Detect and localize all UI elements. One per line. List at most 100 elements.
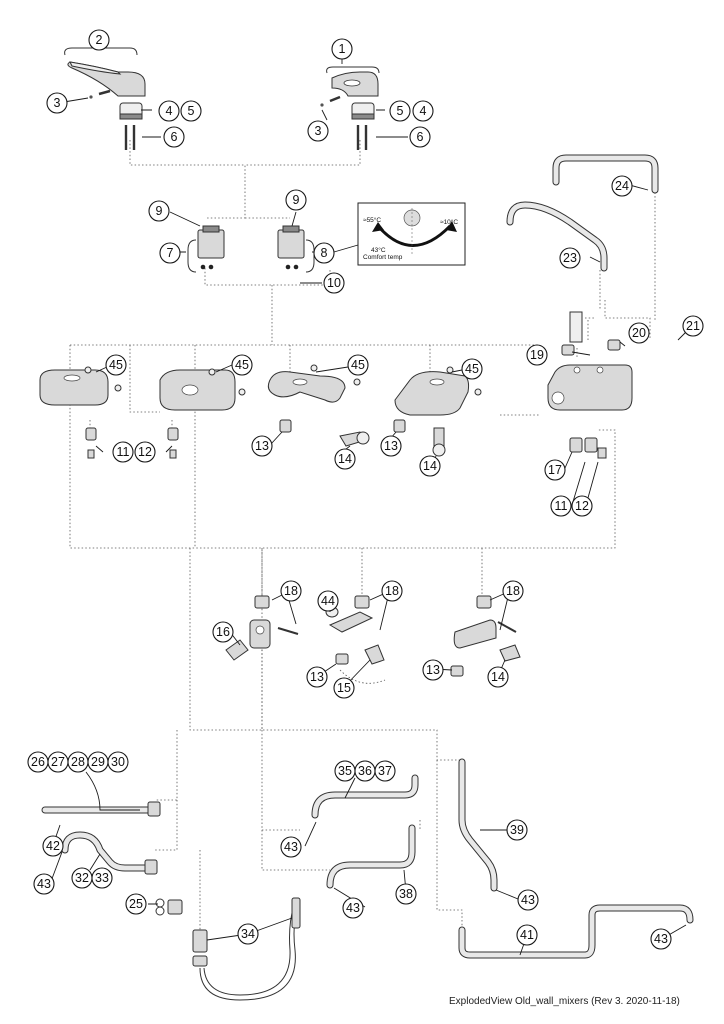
- callout-38: 38: [395, 883, 417, 905]
- diverter-body-3: [450, 595, 521, 677]
- callout-1: 1: [331, 38, 353, 60]
- set-screw-icon: [89, 89, 341, 107]
- svg-text:2: 2: [96, 33, 103, 47]
- diverter-body-2: [325, 595, 385, 665]
- svg-text:43: 43: [521, 893, 535, 907]
- hot-temp-label: ≈55°C: [363, 216, 381, 224]
- svg-text:30: 30: [111, 755, 125, 769]
- svg-text:13: 13: [255, 439, 269, 453]
- temperature-diagram: ≈55°C ≈10°C 43°C Comfort temp: [357, 202, 466, 266]
- handle-1: [326, 66, 380, 97]
- callout-9: 9: [148, 200, 170, 222]
- svg-text:43: 43: [284, 840, 298, 854]
- svg-text:15: 15: [337, 681, 351, 695]
- callout-13: 13: [380, 435, 402, 457]
- svg-text:44: 44: [321, 594, 335, 608]
- svg-text:6: 6: [417, 130, 424, 144]
- svg-text:4: 4: [420, 104, 427, 118]
- svg-text:14: 14: [338, 452, 352, 466]
- mixer-body-3: [267, 364, 361, 403]
- svg-text:28: 28: [71, 755, 85, 769]
- spout-26-30: [41, 801, 161, 817]
- svg-text:4: 4: [166, 104, 173, 118]
- svg-text:36: 36: [358, 764, 372, 778]
- callout-13: 13: [306, 666, 328, 688]
- callout-18: 18: [381, 580, 403, 602]
- callout-4: 4: [158, 100, 180, 122]
- svg-text:13: 13: [310, 670, 324, 684]
- cartridge-left: [187, 225, 225, 273]
- mixer-body-1: [39, 366, 122, 406]
- svg-text:12: 12: [138, 445, 152, 459]
- callout-43: 43: [650, 928, 672, 950]
- callout-16: 16: [212, 621, 234, 643]
- callout-41: 41: [516, 924, 538, 946]
- svg-text:21: 21: [686, 319, 700, 333]
- svg-text:13: 13: [384, 439, 398, 453]
- svg-text:3: 3: [315, 124, 322, 138]
- svg-text:33: 33: [95, 871, 109, 885]
- spout-41: [458, 904, 694, 959]
- svg-text:32: 32: [75, 871, 89, 885]
- callout-3: 3: [46, 92, 68, 114]
- callout-39: 39: [506, 819, 528, 841]
- callout-13: 13: [251, 435, 273, 457]
- callout-6: 6: [163, 126, 185, 148]
- svg-text:38: 38: [399, 887, 413, 901]
- comfort-temp-label: Comfort temp: [363, 254, 403, 261]
- callout-27: 27: [47, 751, 69, 773]
- callout-43: 43: [342, 897, 364, 919]
- screw-icon: [124, 125, 368, 150]
- svg-text:45: 45: [235, 358, 249, 372]
- svg-text:10: 10: [327, 276, 341, 290]
- callout-43: 43: [33, 873, 55, 895]
- callout-5: 5: [180, 100, 202, 122]
- spout-35-37: [311, 774, 419, 819]
- svg-text:7: 7: [167, 246, 174, 260]
- svg-text:19: 19: [530, 348, 544, 362]
- mixer-body-5: [547, 364, 633, 411]
- callout-15: 15: [333, 677, 355, 699]
- callout-5: 5: [389, 100, 411, 122]
- svg-text:25: 25: [129, 897, 143, 911]
- svg-text:43: 43: [37, 877, 51, 891]
- callout-12: 12: [571, 495, 593, 517]
- mixer-body-2: [159, 368, 246, 411]
- callout-44: 44: [317, 590, 339, 612]
- svg-text:5: 5: [188, 104, 195, 118]
- svg-text:18: 18: [506, 584, 520, 598]
- svg-text:42: 42: [46, 839, 60, 853]
- callout-37: 37: [374, 760, 396, 782]
- svg-text:11: 11: [117, 445, 130, 459]
- callout-14: 14: [334, 448, 356, 470]
- callout-29: 29: [87, 751, 109, 773]
- handle-2: [64, 47, 146, 97]
- svg-text:26: 26: [31, 755, 45, 769]
- valve-icon: [339, 427, 446, 457]
- svg-text:45: 45: [109, 358, 123, 372]
- spout-23: [506, 201, 608, 272]
- svg-text:37: 37: [378, 764, 392, 778]
- connector-icon: [85, 311, 621, 459]
- callout-23: 23: [559, 247, 581, 269]
- svg-text:9: 9: [156, 204, 163, 218]
- svg-text:13: 13: [426, 663, 440, 677]
- callout-2: 2: [88, 29, 110, 51]
- cap-icon: [119, 102, 375, 120]
- callout-3: 3: [307, 120, 329, 142]
- callout-20: 20: [628, 322, 650, 344]
- svg-text:45: 45: [351, 358, 365, 372]
- mixer-body-4: [394, 366, 482, 416]
- svg-text:41: 41: [520, 928, 534, 942]
- svg-text:27: 27: [51, 755, 65, 769]
- svg-text:8: 8: [321, 246, 328, 260]
- svg-text:35: 35: [338, 764, 352, 778]
- svg-text:29: 29: [91, 755, 105, 769]
- callout-26: 26: [27, 751, 49, 773]
- svg-text:34: 34: [241, 927, 255, 941]
- callout-11: 11: [112, 441, 134, 463]
- callout-8: 8: [313, 242, 335, 264]
- callout-19: 19: [526, 344, 548, 366]
- spout-39: [458, 758, 498, 892]
- svg-text:14: 14: [423, 459, 437, 473]
